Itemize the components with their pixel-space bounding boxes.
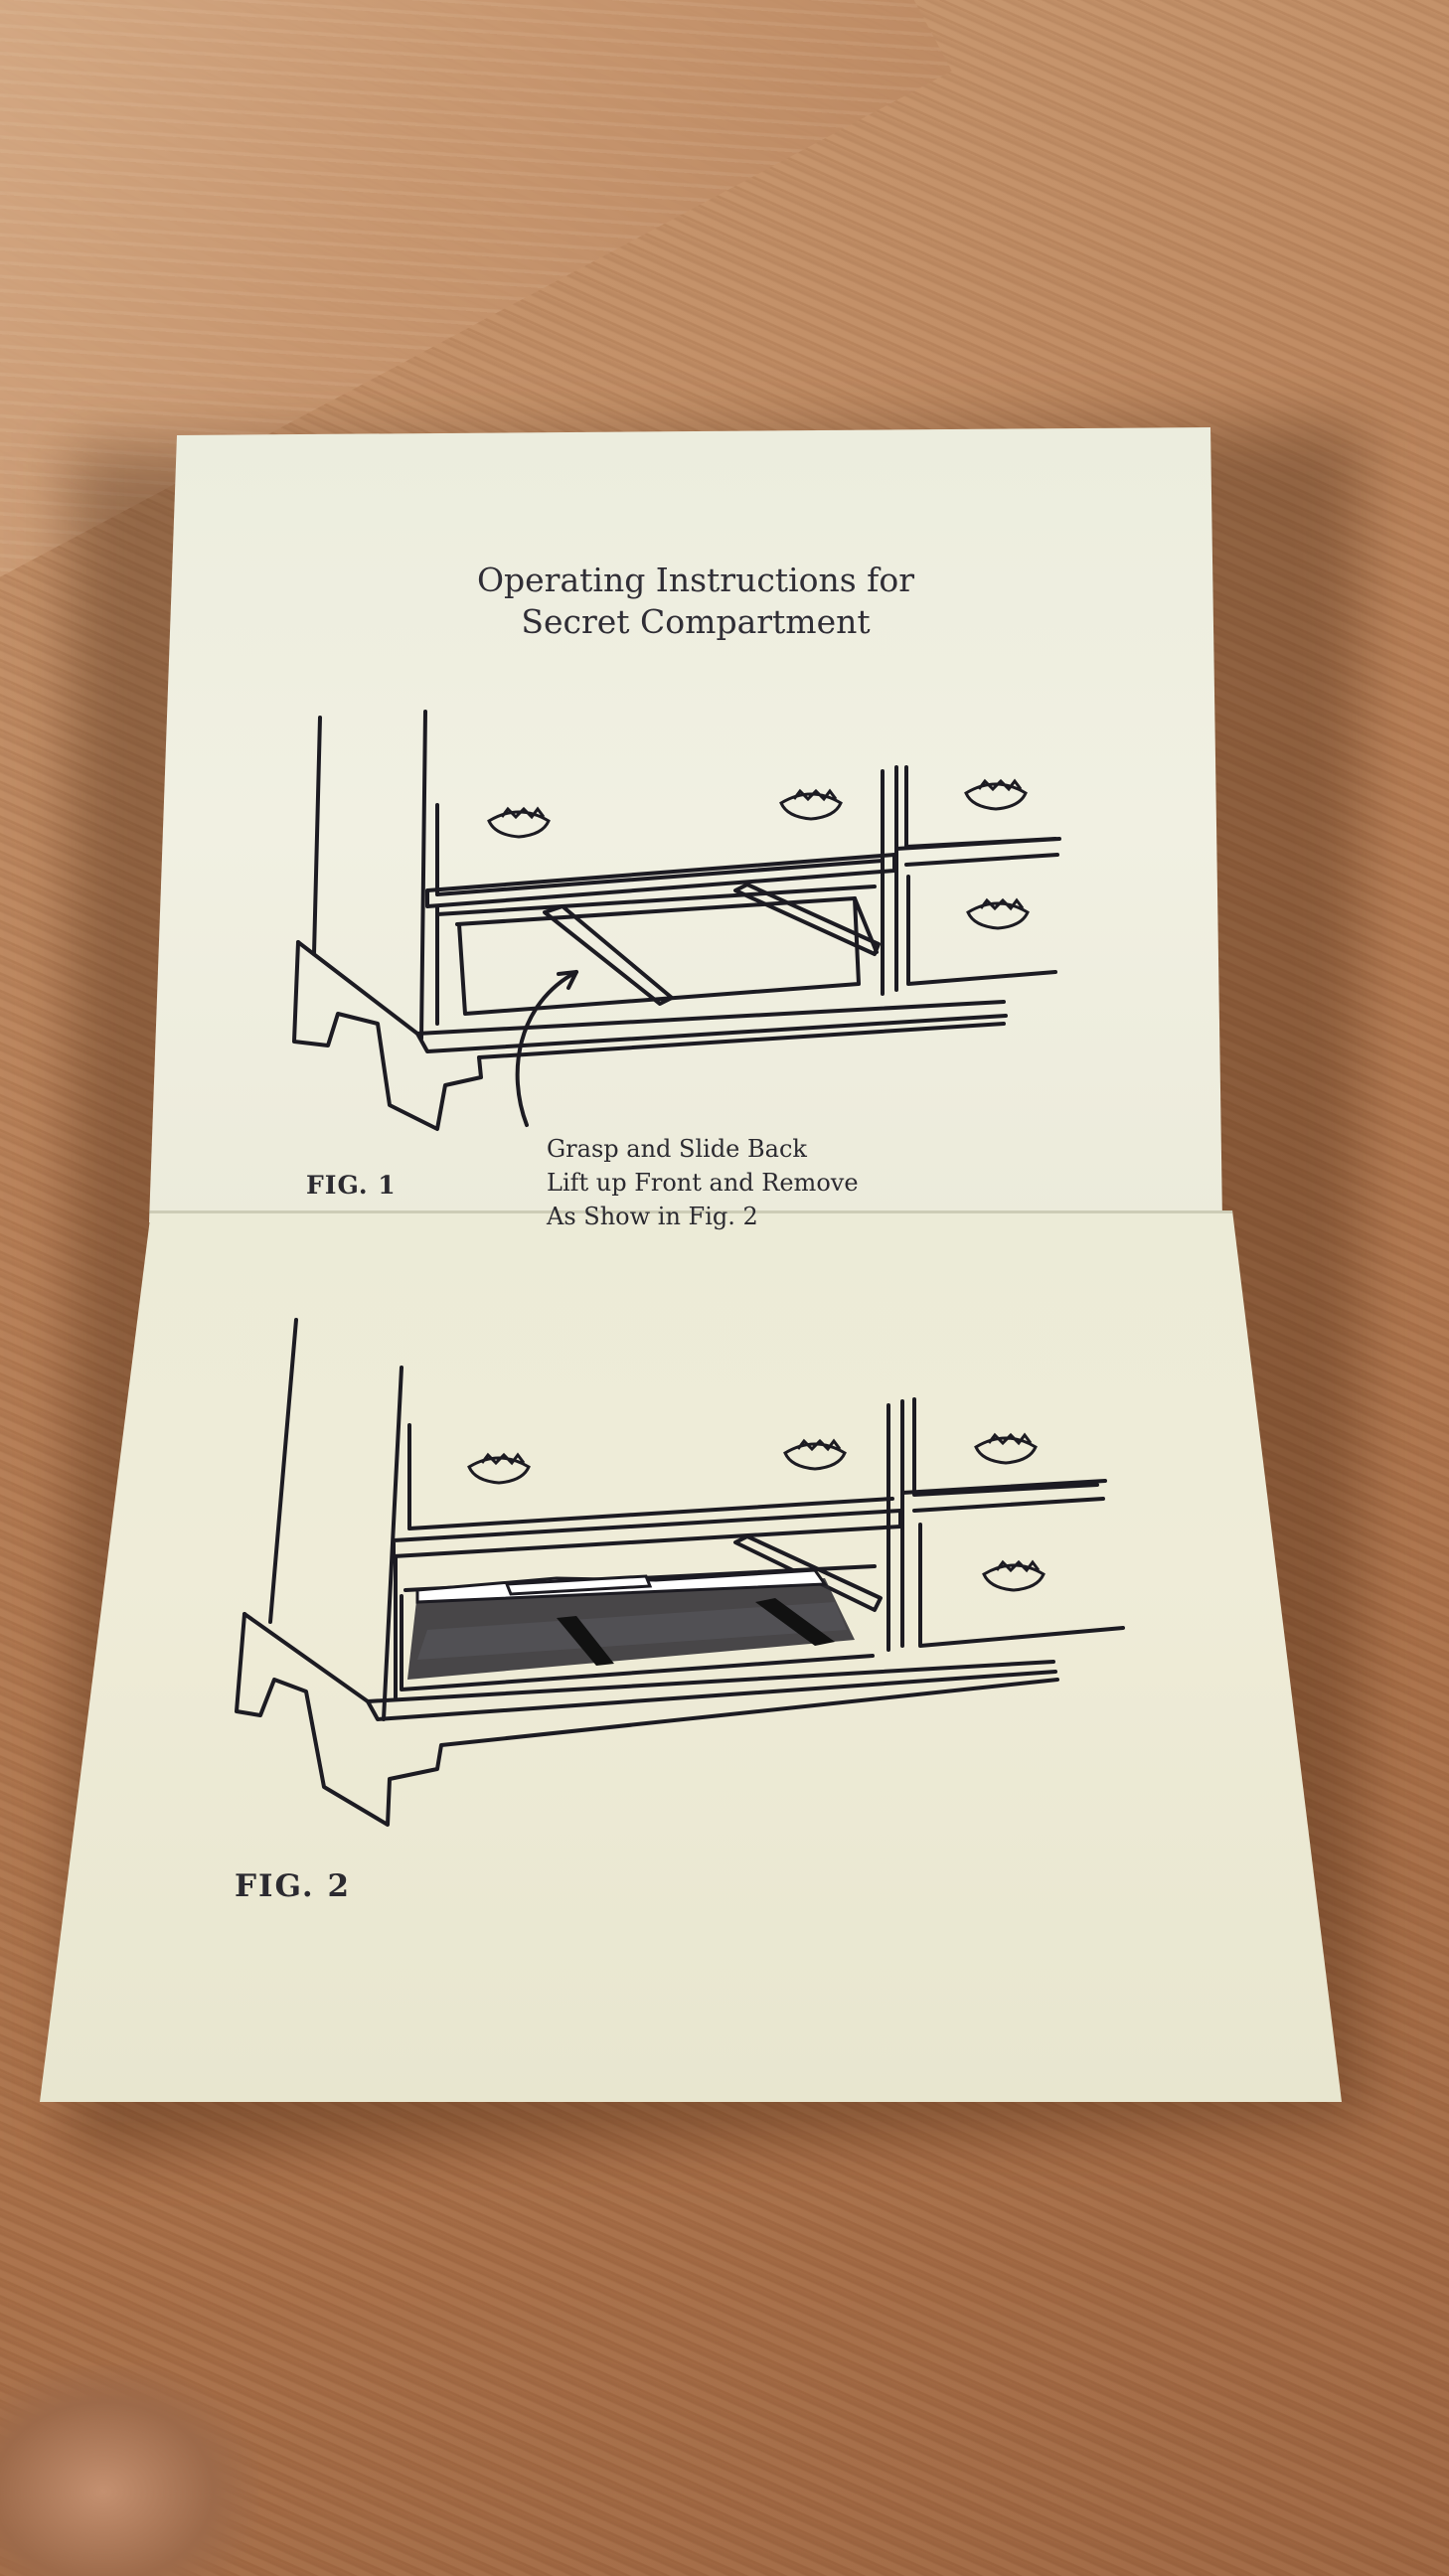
handle-icon xyxy=(779,788,843,821)
instruction-line1: Grasp and Slide Back xyxy=(547,1135,807,1163)
fig1-drawer-handles xyxy=(487,778,1030,930)
fig1-side-post-left xyxy=(312,716,322,956)
instruction-card-bottom-panel xyxy=(40,1210,1342,2102)
fig2-label: FIG. 2 xyxy=(235,1868,352,1904)
instruction-line2: Lift up Front and Remove xyxy=(547,1169,859,1197)
handle-icon xyxy=(966,897,1030,930)
instruction-card-top-panel xyxy=(149,427,1222,1222)
corner-object xyxy=(0,2365,258,2576)
handle-icon xyxy=(974,1432,1038,1465)
card-fold-line xyxy=(149,1210,1232,1213)
fig2-drawer-handles xyxy=(467,1432,1046,1592)
handle-icon xyxy=(964,778,1028,811)
handle-icon xyxy=(783,1438,847,1471)
card-title-line2: Secret Compartment xyxy=(521,602,871,641)
fig1-arrow xyxy=(515,970,578,1127)
fig1-slide-bar xyxy=(543,904,674,1006)
handle-icon xyxy=(467,1452,531,1485)
fig1-side-post-right xyxy=(419,710,427,1041)
card-title-line1: Operating Instructions for xyxy=(476,561,915,599)
handle-icon xyxy=(487,806,551,839)
handle-icon xyxy=(982,1559,1046,1592)
fig2-exposed-compartment xyxy=(407,1568,855,1680)
fig2-side-post-left xyxy=(268,1318,298,1624)
fig1-label: FIG. 1 xyxy=(306,1171,397,1200)
instruction-line3: As Show in Fig. 2 xyxy=(547,1203,758,1230)
